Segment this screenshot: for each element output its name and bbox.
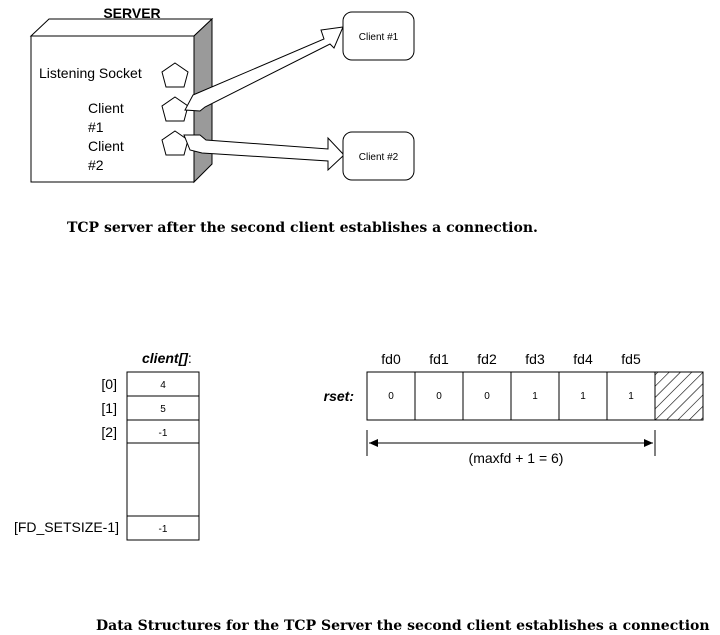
server-title: SERVER — [103, 5, 160, 21]
client-array-index-last: [FD_SETSIZE-1] — [14, 519, 119, 535]
rset-column-header: fd5 — [621, 351, 641, 367]
rset-cell-value: 1 — [532, 391, 538, 402]
client-array-value-2: -1 — [159, 428, 168, 439]
client-array-index-2: [2] — [101, 424, 117, 440]
rset-cell-value: 1 — [580, 391, 586, 402]
rset-cells: fd0 0 fd1 0 fd2 0 fd3 1 fd4 1 fd5 1 — [381, 351, 641, 420]
rset-unused-cell — [654, 371, 704, 421]
client1-label-line1: Client — [88, 100, 124, 116]
rset-cell-value: 0 — [484, 391, 490, 402]
rset-column-header: fd2 — [477, 351, 497, 367]
client-array-index-0: [0] — [101, 376, 117, 392]
client-array-value-last: -1 — [159, 524, 168, 535]
client1-box — [342, 11, 415, 61]
server-box-top — [29, 18, 214, 37]
top-caption: TCP server after the second client estab… — [67, 220, 538, 236]
span-label: (maxfd + 1 = 6) — [469, 450, 564, 466]
rset-cell-value: 1 — [628, 391, 634, 402]
client2-label-line1: Client — [88, 138, 124, 154]
rset-label: rset: — [324, 388, 354, 404]
rset-column-header: fd1 — [429, 351, 449, 367]
server-diagram: SERVER Listening Socket Client #1 Client… — [29, 5, 415, 184]
client-array-value-1: 5 — [160, 404, 166, 415]
client2-label-line2: #2 — [88, 157, 104, 173]
rset-frame — [366, 371, 704, 421]
client-array-index-1: [1] — [101, 400, 117, 416]
client1-label-line2: #1 — [88, 119, 104, 135]
client-array-frame — [126, 371, 200, 541]
rset-cell-value: 0 — [436, 391, 442, 402]
connection-arrow-client1 — [184, 26, 344, 112]
listening-socket-label: Listening Socket — [39, 65, 142, 81]
client1-socket-icon — [161, 96, 189, 122]
rset-cell-value: 0 — [388, 391, 394, 402]
listening-socket-icon — [161, 62, 189, 88]
client1-box-label: Client #1 — [359, 32, 399, 43]
client-array-value-0: 4 — [160, 380, 166, 391]
client2-box — [342, 131, 415, 181]
rset-column-header: fd0 — [381, 351, 401, 367]
client2-box-label: Client #2 — [359, 152, 399, 163]
rset-column-header: fd4 — [573, 351, 593, 367]
bottom-caption: Data Structures for the TCP Server the s… — [96, 618, 710, 634]
rset-diagram: rset: fd0 0 fd1 0 fd2 0 fd3 1 fd4 1 fd5 1 (maxfd + … — [324, 351, 704, 466]
rset-column-header: fd3 — [525, 351, 545, 367]
client-array-title: client[]: — [142, 350, 192, 366]
client-array: client[]: [0] 4 [1] 5 [2] -1 [FD_SETSIZE… — [14, 350, 200, 541]
